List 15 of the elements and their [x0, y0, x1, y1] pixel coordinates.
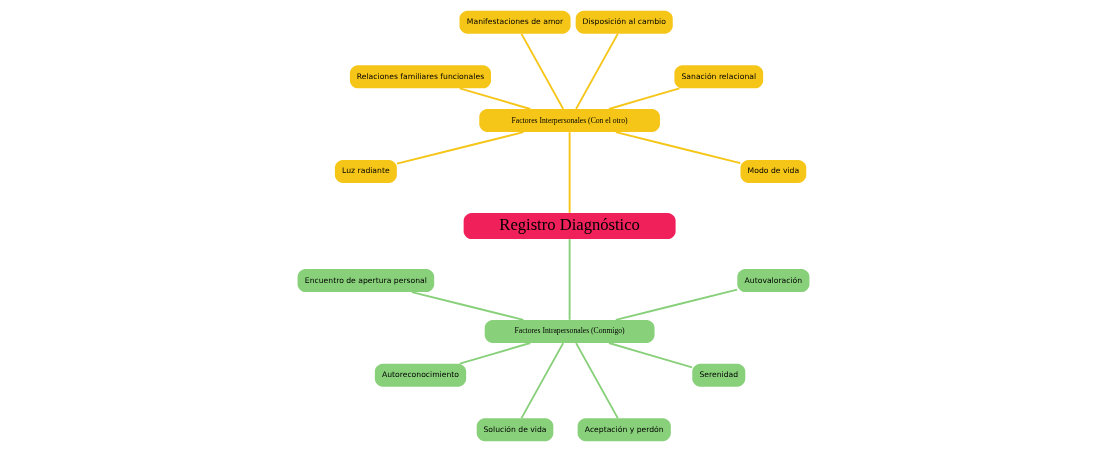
connector [614, 288, 738, 321]
connector [410, 291, 524, 321]
connector [574, 342, 619, 420]
connector [520, 342, 564, 420]
connector [574, 32, 619, 110]
connector [607, 342, 693, 369]
connector [395, 131, 524, 165]
connector [614, 131, 741, 165]
connector [568, 131, 571, 214]
connector [520, 32, 564, 110]
connector [458, 87, 531, 110]
connector [568, 238, 571, 321]
connector [458, 342, 531, 365]
connector [607, 87, 680, 110]
node-box: Registro Diagnóstico [463, 212, 676, 240]
